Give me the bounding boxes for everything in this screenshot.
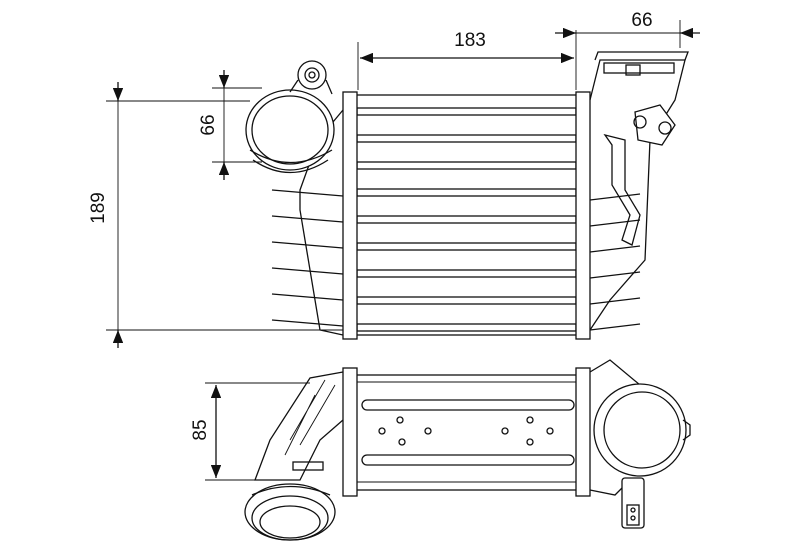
rib: [271, 319, 344, 327]
right-tank: [589, 59, 686, 331]
mounting-bracket: [603, 104, 676, 246]
dimension-pipe-diameter: 66: [198, 70, 262, 180]
right-tank-ribs: [589, 193, 641, 331]
hole: [398, 438, 406, 446]
rib: [589, 193, 641, 201]
dimension-tank-depth: 66: [555, 10, 700, 48]
right-tank-flange: [594, 51, 689, 61]
left-end-plate: [342, 91, 358, 340]
left-end-plate-top: [342, 367, 358, 497]
right-outlet-pipe: [593, 383, 691, 477]
left-outlet-pipe: [244, 483, 336, 541]
rib: [271, 293, 344, 301]
dim-label-85: 85: [190, 419, 211, 440]
core-top: [349, 374, 586, 491]
front-view: [245, 51, 689, 340]
left-inlet-pipe: [245, 60, 335, 174]
rib: [589, 271, 641, 279]
rib: [589, 323, 641, 331]
core-front: [349, 94, 586, 336]
hole: [378, 427, 386, 435]
hole: [526, 438, 534, 446]
right-end-plate-top: [575, 367, 591, 497]
dim-label-66-top: 66: [631, 10, 652, 31]
left-tank-ribs: [271, 189, 344, 327]
top-view: [244, 359, 691, 541]
rib: [589, 245, 641, 253]
hole: [501, 427, 509, 435]
dim-label-183: 183: [454, 30, 486, 51]
dimension-core-width: 183: [357, 30, 577, 90]
sensor-connector: [621, 477, 645, 529]
rib: [589, 219, 641, 227]
rib: [271, 189, 344, 197]
dimension-thickness: 85: [190, 382, 310, 481]
dim-label-189: 189: [88, 192, 109, 224]
hole: [526, 416, 534, 424]
rib: [589, 297, 641, 305]
dim-label-66-left: 66: [198, 114, 219, 135]
hole: [424, 427, 432, 435]
right-end-plate: [575, 91, 591, 340]
hole: [396, 416, 404, 424]
mounting-holes: [378, 416, 554, 446]
rib: [271, 267, 344, 275]
hole: [546, 427, 554, 435]
dimension-height: 189: [88, 82, 343, 348]
rib: [271, 241, 344, 249]
rib: [271, 215, 344, 223]
